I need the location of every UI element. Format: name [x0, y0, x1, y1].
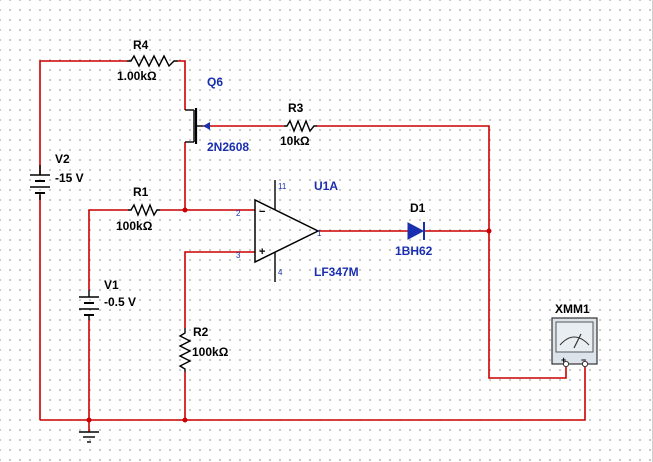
r4-value: 1.00kΩ — [117, 69, 157, 83]
d1-ref: D1 — [410, 201, 426, 215]
r1-ref: R1 — [133, 185, 149, 199]
u1a-pin-3: 3 — [236, 251, 241, 260]
multimeter-xmm1[interactable]: XMM1 + − — [551, 302, 598, 368]
v1-value: -0.5 V — [104, 295, 136, 309]
ground-icon — [79, 431, 99, 443]
r2-ref: R2 — [193, 325, 209, 339]
wire-v1-top-to-r1[interactable] — [88, 209, 128, 290]
wire-r3-to-node[interactable] — [317, 125, 490, 230]
v1-ref: V1 — [104, 278, 119, 292]
d1-model: 1BH62 — [395, 244, 433, 258]
r1-value: 100kΩ — [116, 219, 153, 233]
battery-v1[interactable]: V1 -0.5 V — [79, 278, 136, 320]
u1a-pin-1: 1 — [317, 229, 322, 238]
u1a-model: LF347M — [314, 265, 359, 279]
resistor-r2[interactable]: R2 100kΩ — [178, 325, 229, 372]
wire-node-to-meter[interactable] — [488, 231, 567, 379]
u1a-inverting-sign: − — [259, 206, 265, 218]
r4-ref: R4 — [133, 38, 149, 52]
u1a-pin-2: 2 — [236, 209, 241, 218]
xmm1-plus: + — [561, 355, 566, 365]
d1-triangle-icon — [407, 222, 425, 240]
q6-gate-arrow-icon — [203, 122, 210, 130]
transistor-q6[interactable]: Q6 2N2608 — [185, 75, 249, 154]
junction-dot — [486, 228, 492, 234]
meter-scale-icon — [559, 336, 590, 346]
u1a-ref: U1A — [314, 179, 338, 193]
xmm1-terminal-minus[interactable] — [581, 360, 589, 368]
wire-ground-rail[interactable] — [40, 364, 586, 421]
junction-dot — [86, 417, 92, 423]
junctions — [86, 207, 492, 423]
wires — [39, 60, 586, 432]
u1a-pin-11: 11 — [278, 182, 287, 191]
v2-value: -15 V — [55, 171, 84, 185]
battery-v2[interactable]: V2 -15 V — [30, 152, 84, 200]
junction-dot — [182, 417, 188, 423]
xmm1-terminal-plus[interactable] — [562, 360, 570, 368]
u1a-pin-4: 4 — [278, 268, 283, 277]
resistor-r4[interactable]: R4 1.00kΩ — [117, 38, 178, 83]
xmm1-minus: − — [581, 355, 586, 365]
resistor-r1[interactable]: R1 100kΩ — [116, 185, 160, 233]
q6-model: 2N2608 — [207, 140, 249, 154]
xmm1-ref: XMM1 — [555, 302, 590, 316]
q6-ref: Q6 — [207, 75, 223, 89]
diode-d1[interactable]: D1 1BH62 — [395, 201, 433, 258]
v2-ref: V2 — [55, 152, 70, 166]
meter-needle-icon — [573, 333, 582, 349]
opamp-u1a[interactable]: − + 11 4 2 3 1 U1A LF347M — [236, 179, 359, 282]
wire-v2-top-to-r4[interactable] — [39, 60, 127, 175]
r3-ref: R3 — [288, 101, 304, 115]
r2-value: 100kΩ — [192, 345, 229, 359]
wire-r4-to-q6[interactable] — [178, 60, 186, 110]
junction-dot — [182, 207, 188, 213]
resistor-r3[interactable]: R3 10kΩ — [280, 101, 317, 148]
u1a-noninverting-sign: + — [259, 246, 265, 258]
r3-value: 10kΩ — [280, 134, 310, 148]
wire-noninv-to-r2[interactable] — [184, 251, 255, 328]
